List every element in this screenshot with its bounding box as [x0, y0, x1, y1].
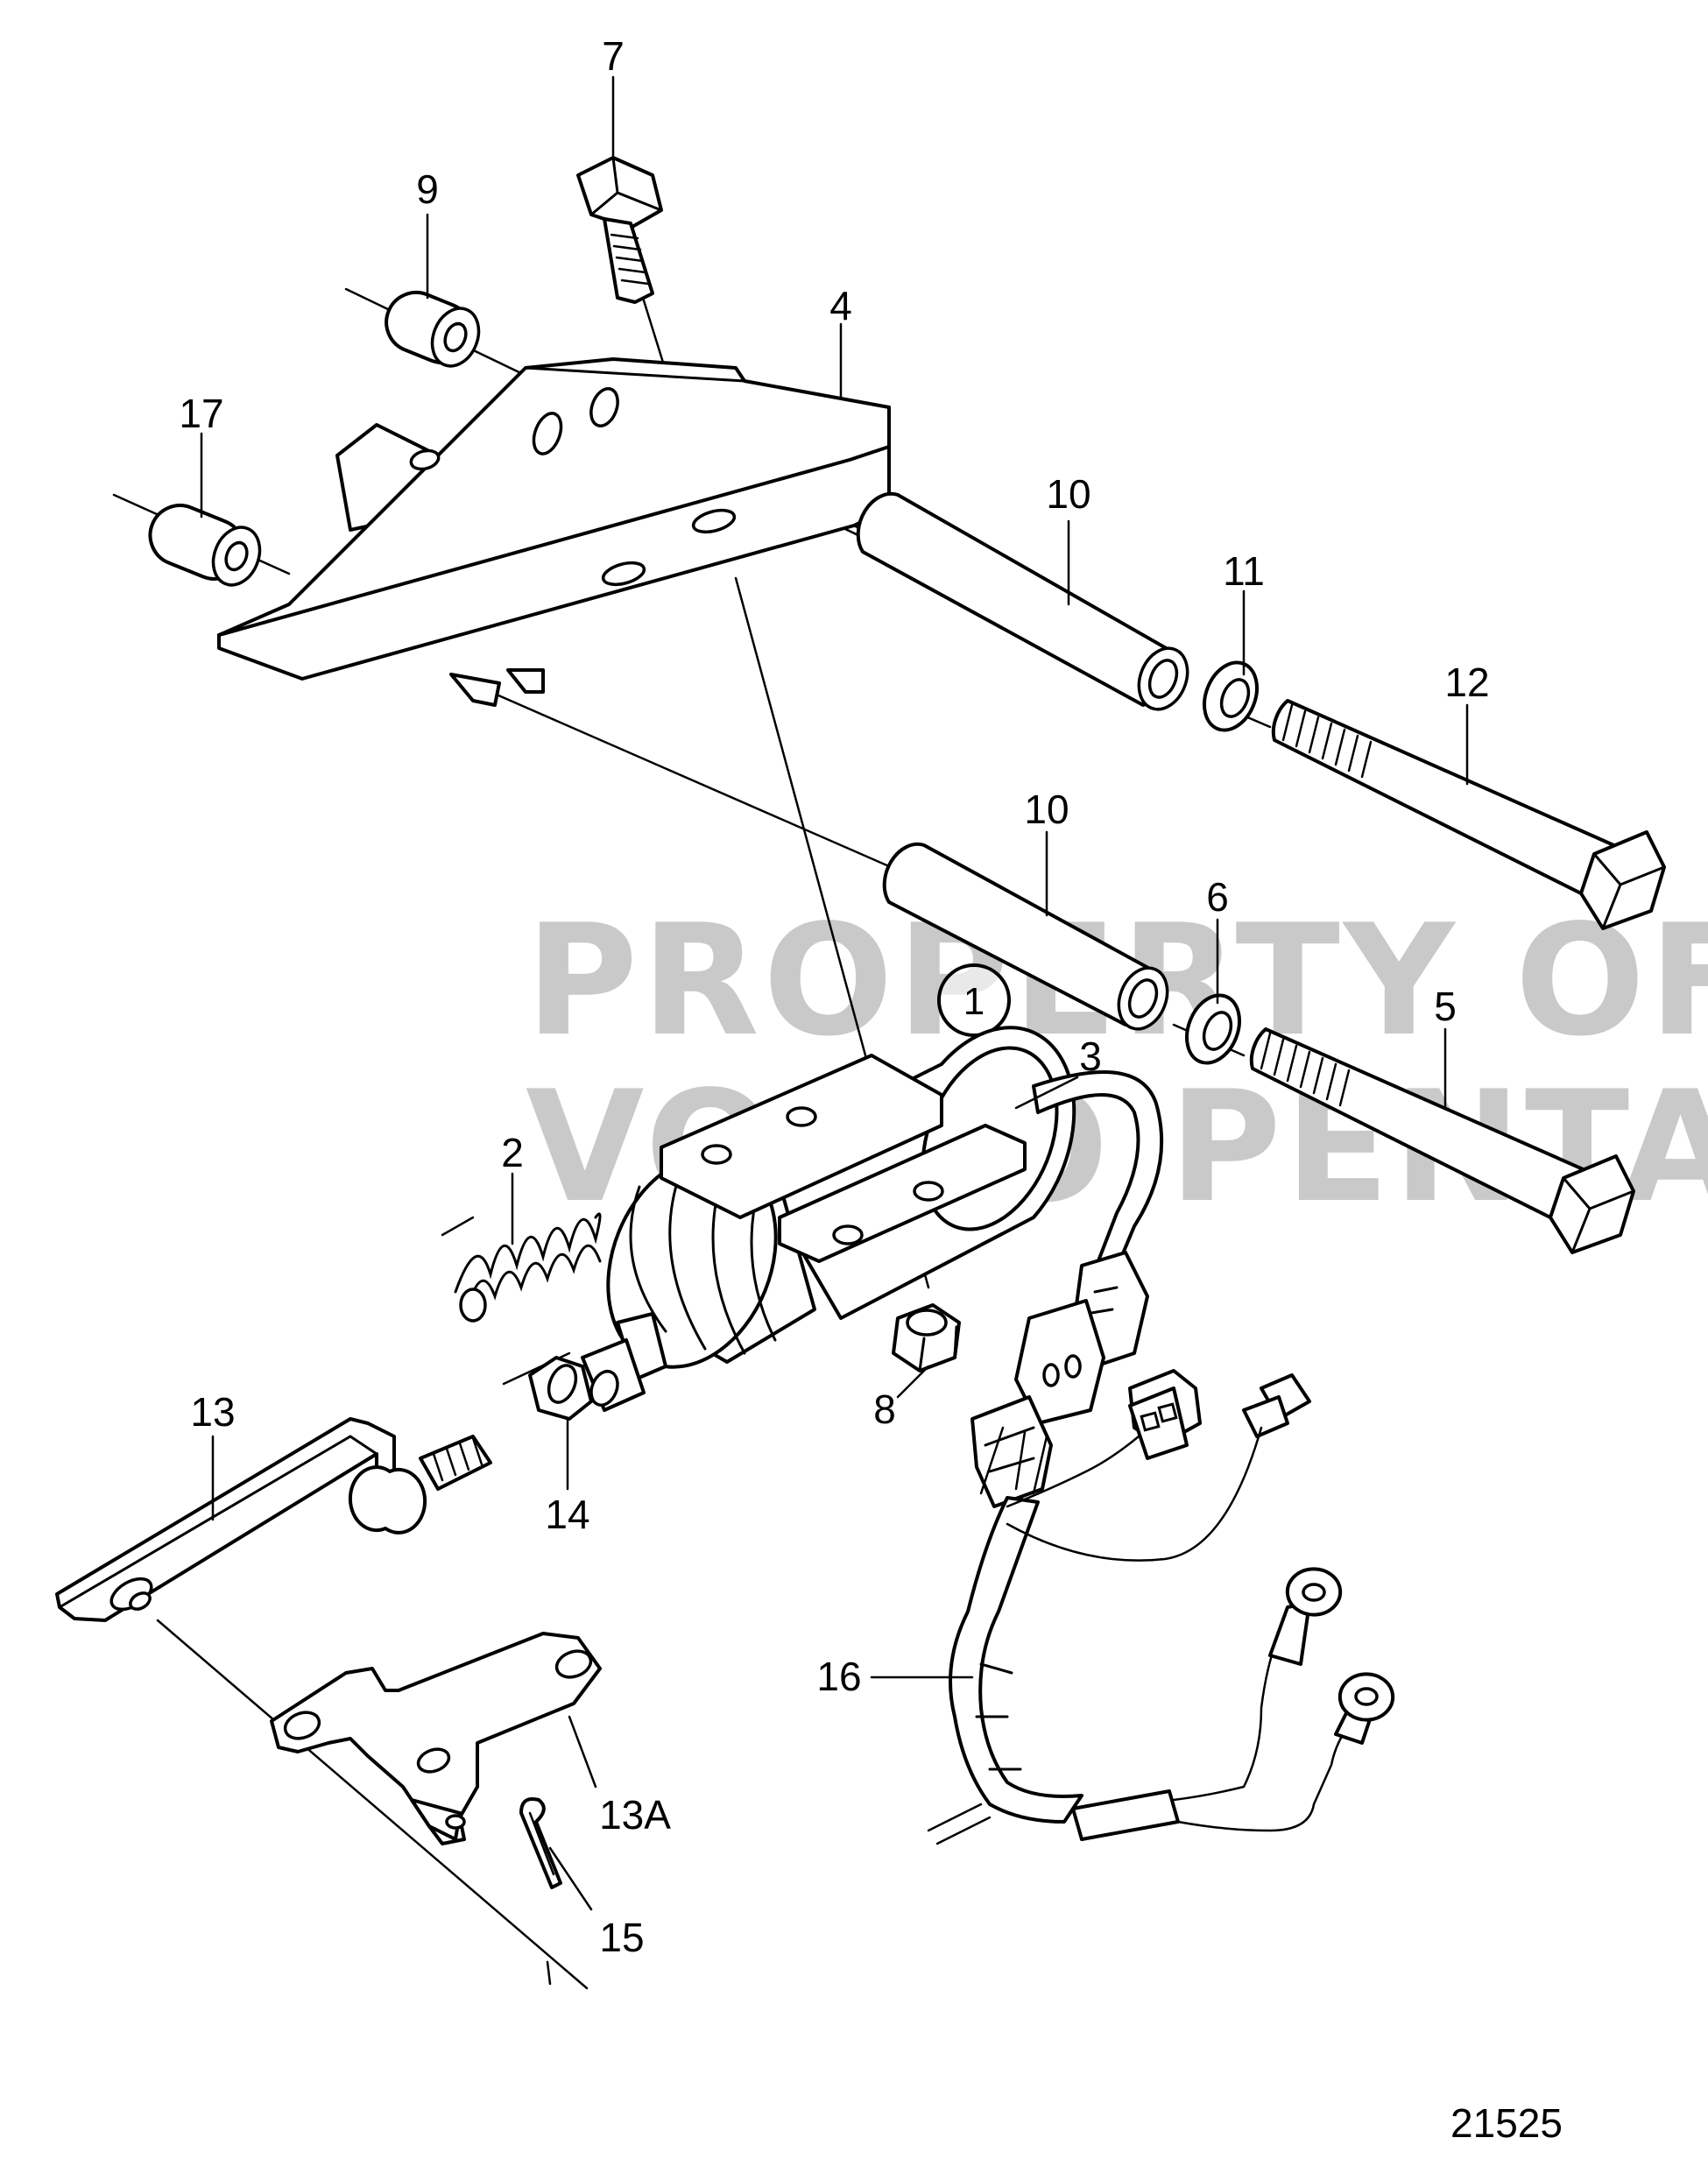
spacer-9: [385, 291, 481, 368]
callout-1: 1: [963, 980, 985, 1023]
leader-lines: [200, 75, 1469, 1911]
rod-13: [55, 1417, 492, 1622]
callout-4: 4: [829, 283, 852, 328]
bolt-12: [1271, 699, 1666, 930]
spacer-17: [148, 504, 262, 587]
callout-9: 9: [416, 166, 439, 212]
callout-16: 16: [816, 1654, 861, 1699]
figure-number: 21525: [1450, 2100, 1563, 2146]
callout-13: 13: [190, 1389, 235, 1435]
assembly-line-lower-bolt: [489, 690, 913, 878]
leader-8: [896, 1365, 930, 1399]
reference-circle-1: 1: [937, 963, 1011, 1037]
assembly-line-split-pin: [546, 1960, 552, 1986]
callout-12: 12: [1444, 660, 1489, 705]
callout-13a: 13A: [599, 1792, 671, 1838]
callout-7: 7: [602, 33, 625, 79]
callout-6: 6: [1206, 874, 1229, 920]
bracket-4: [217, 357, 891, 707]
assembly-line-rod-13: [156, 1619, 589, 1990]
callout-3: 3: [1079, 1034, 1102, 1079]
leader-3: [1014, 1076, 1079, 1110]
callout-11: 11: [1223, 548, 1265, 594]
leader-15: [548, 1846, 593, 1911]
solenoid-3: [581, 1026, 1164, 1412]
callout-10-upper: 10: [1046, 471, 1090, 517]
leader-13a: [568, 1715, 597, 1789]
wiring-harness-16: [927, 1251, 1395, 1845]
spacer-tube-10-lower: [882, 842, 1169, 1031]
washer-11: [1203, 660, 1259, 732]
washer-6: [1185, 993, 1241, 1065]
assembly-line-spring: [441, 1216, 475, 1237]
callout-14: 14: [545, 1492, 589, 1537]
nut-14: [528, 1356, 593, 1421]
nut-8: [892, 1303, 961, 1372]
bolt-5: [1249, 1027, 1635, 1254]
split-pin-15: [519, 1797, 562, 1889]
callout-2: 2: [501, 1130, 524, 1175]
spring-2: [454, 1212, 602, 1323]
spacer-tube-10-upper: [856, 491, 1189, 711]
callout-8: 8: [873, 1386, 896, 1432]
callouts: 7 9 4 17 10 11 12 10 6 5 3 2 8 14 13 13A…: [179, 33, 1563, 2146]
bolt-7: [576, 156, 663, 304]
callout-17: 17: [179, 391, 223, 436]
callout-5: 5: [1434, 984, 1457, 1029]
callout-15: 15: [599, 1915, 644, 1960]
callout-10-lower: 10: [1024, 787, 1069, 832]
lever-13a: [270, 1632, 602, 1845]
